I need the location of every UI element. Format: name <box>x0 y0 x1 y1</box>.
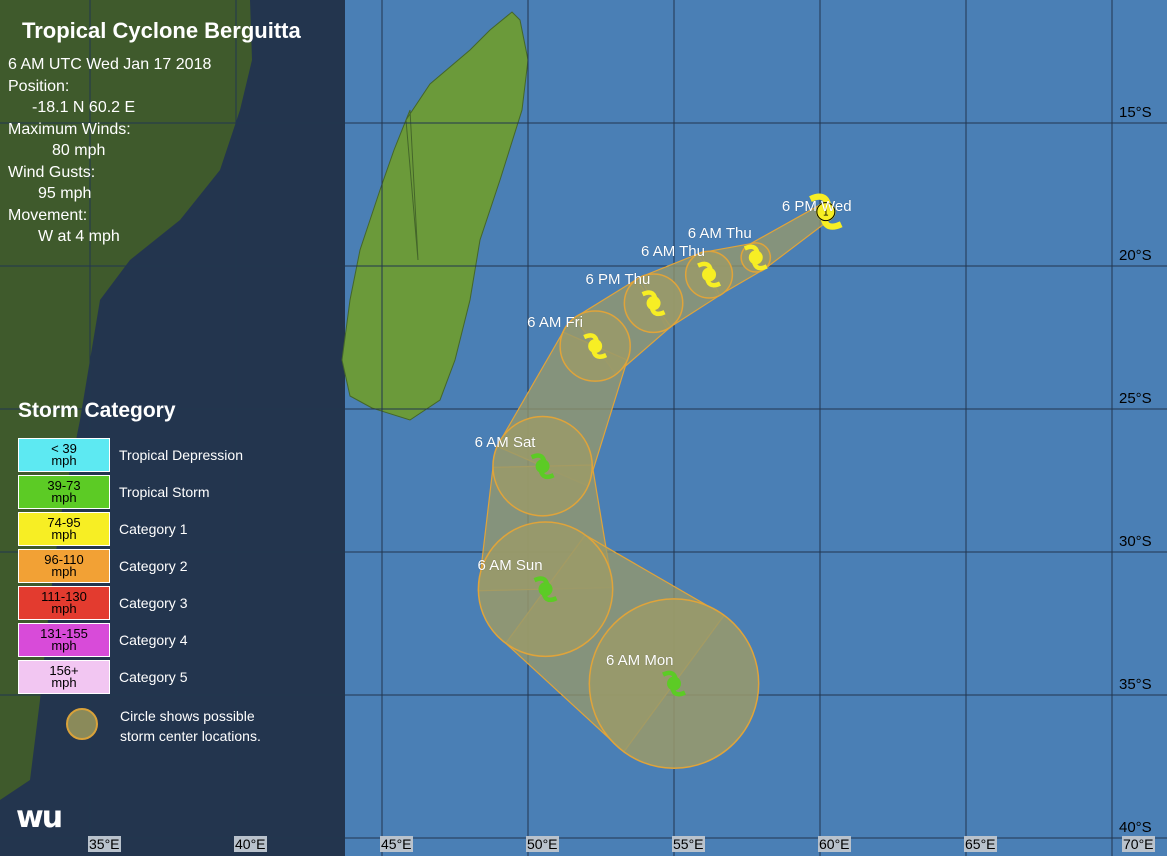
info-movement-label: Movement: <box>8 206 88 224</box>
cone-note-line1: Circle shows possible <box>120 708 255 724</box>
storm-info: 6 AM UTC Wed Jan 17 2018 Position: -18.1… <box>8 54 211 248</box>
forecast-point-label: 6 PM Thu <box>585 271 651 289</box>
storm-symbol-core <box>816 201 836 222</box>
latitude-label: 15°S <box>1119 104 1152 121</box>
forecast-point-label: 6 AM Sat <box>474 434 536 452</box>
africa-landmass <box>0 0 252 800</box>
legend-unit: mph <box>51 675 77 690</box>
longitude-label: 40°E <box>234 836 267 852</box>
legend-unit: mph <box>51 453 77 468</box>
forecast-point-label: 6 AM Thu <box>687 225 752 243</box>
legend-category-name: Tropical Storm <box>119 484 210 500</box>
info-position-label: Position: <box>8 77 70 95</box>
info-max-winds-value: 80 mph <box>52 142 106 159</box>
forecast-point-label: 6 AM Sun <box>477 557 543 575</box>
legend-unit: mph <box>51 527 77 542</box>
legend-title: Storm Category <box>18 399 176 422</box>
legend-range: 39-73 <box>47 478 81 493</box>
longitude-label: 50°E <box>526 836 559 852</box>
info-time: 6 AM UTC Wed Jan 17 2018 <box>8 56 212 73</box>
latitude-label: 35°S <box>1119 676 1152 693</box>
forecast-storm-icon <box>743 244 768 271</box>
forecast-point-label: 6 AM Fri <box>527 314 583 332</box>
legend-row: 156+mph Category 5 <box>18 660 318 694</box>
longitude-label: 35°E <box>88 836 121 852</box>
info-position-value: -18.1 N 60.2 E <box>32 99 136 116</box>
longitude-label: 45°E <box>380 836 413 852</box>
forecast-storm-icon <box>583 333 608 360</box>
storm-title: Tropical Cyclone Berguitta <box>22 18 301 43</box>
forecast-storm-icon <box>662 670 686 697</box>
legend-range: < 39 <box>51 441 77 456</box>
legend-range: 111-130 <box>41 589 87 604</box>
storm-symbol-core <box>538 582 553 597</box>
info-gusts-label: Wind Gusts: <box>8 163 96 181</box>
current-category-number: 1 <box>823 208 829 219</box>
latitude-label: 40°S <box>1119 819 1152 836</box>
forecast-points: 1 <box>530 193 843 697</box>
forecast-point-label: 6 AM Mon <box>606 651 674 669</box>
legend-range: 131-155 <box>40 626 88 641</box>
forecast-storm-icon <box>697 261 721 288</box>
longitude-label: 70°E <box>1122 836 1155 852</box>
storm-symbol-core <box>748 250 763 265</box>
cone-circle-icon <box>66 708 98 740</box>
longitude-label: 55°E <box>672 836 705 852</box>
latitude-label: 20°S <box>1119 247 1152 264</box>
legend-range: 96-110 <box>44 552 84 567</box>
legend-category-name: Category 2 <box>119 558 188 574</box>
storm-symbol-core <box>667 676 681 691</box>
cone-note: Circle shows possible storm center locat… <box>120 706 261 746</box>
legend-unit: mph <box>51 638 77 653</box>
longitude-label: 60°E <box>818 836 851 852</box>
madagascar-landmass <box>341 11 529 421</box>
forecast-point-label: 6 PM Wed <box>781 197 852 215</box>
storm-symbol-core <box>535 459 550 474</box>
latitude-label: 30°S <box>1119 533 1152 550</box>
forecast-storm-icon <box>533 576 558 603</box>
storm-symbol-core <box>588 339 603 354</box>
storm-symbol-core <box>702 267 717 282</box>
forecast-point-label: 6 AM Thu <box>641 242 705 260</box>
cone-note-line2: storm center locations. <box>120 728 261 744</box>
legend-unit: mph <box>51 601 77 616</box>
legend-category-name: Tropical Depression <box>119 447 243 463</box>
legend-unit: mph <box>51 490 77 505</box>
storm-symbol-core <box>646 296 661 311</box>
legend-category-name: Category 4 <box>119 632 188 648</box>
latitude-label: 25°S <box>1119 390 1152 407</box>
legend-swatch: 156+mph <box>18 660 110 694</box>
legend-category-name: Category 3 <box>119 595 188 611</box>
legend-category-name: Category 5 <box>119 669 188 685</box>
legend-range: 74-95 <box>47 515 81 530</box>
info-movement-value: W at 4 mph <box>38 228 120 245</box>
forecast-storm-icon <box>530 453 555 480</box>
legend-category-name: Category 1 <box>119 521 188 537</box>
info-max-winds-label: Maximum Winds: <box>8 120 131 138</box>
info-gusts-value: 95 mph <box>38 185 92 202</box>
current-storm-icon: 1 <box>809 193 843 230</box>
legend-unit: mph <box>51 564 77 579</box>
forecast-storm-icon <box>641 290 666 317</box>
current-storm-outline <box>816 202 836 222</box>
longitude-label: 65°E <box>964 836 997 852</box>
wu-logo: wu <box>16 800 63 835</box>
legend-range: 156+ <box>49 663 79 678</box>
